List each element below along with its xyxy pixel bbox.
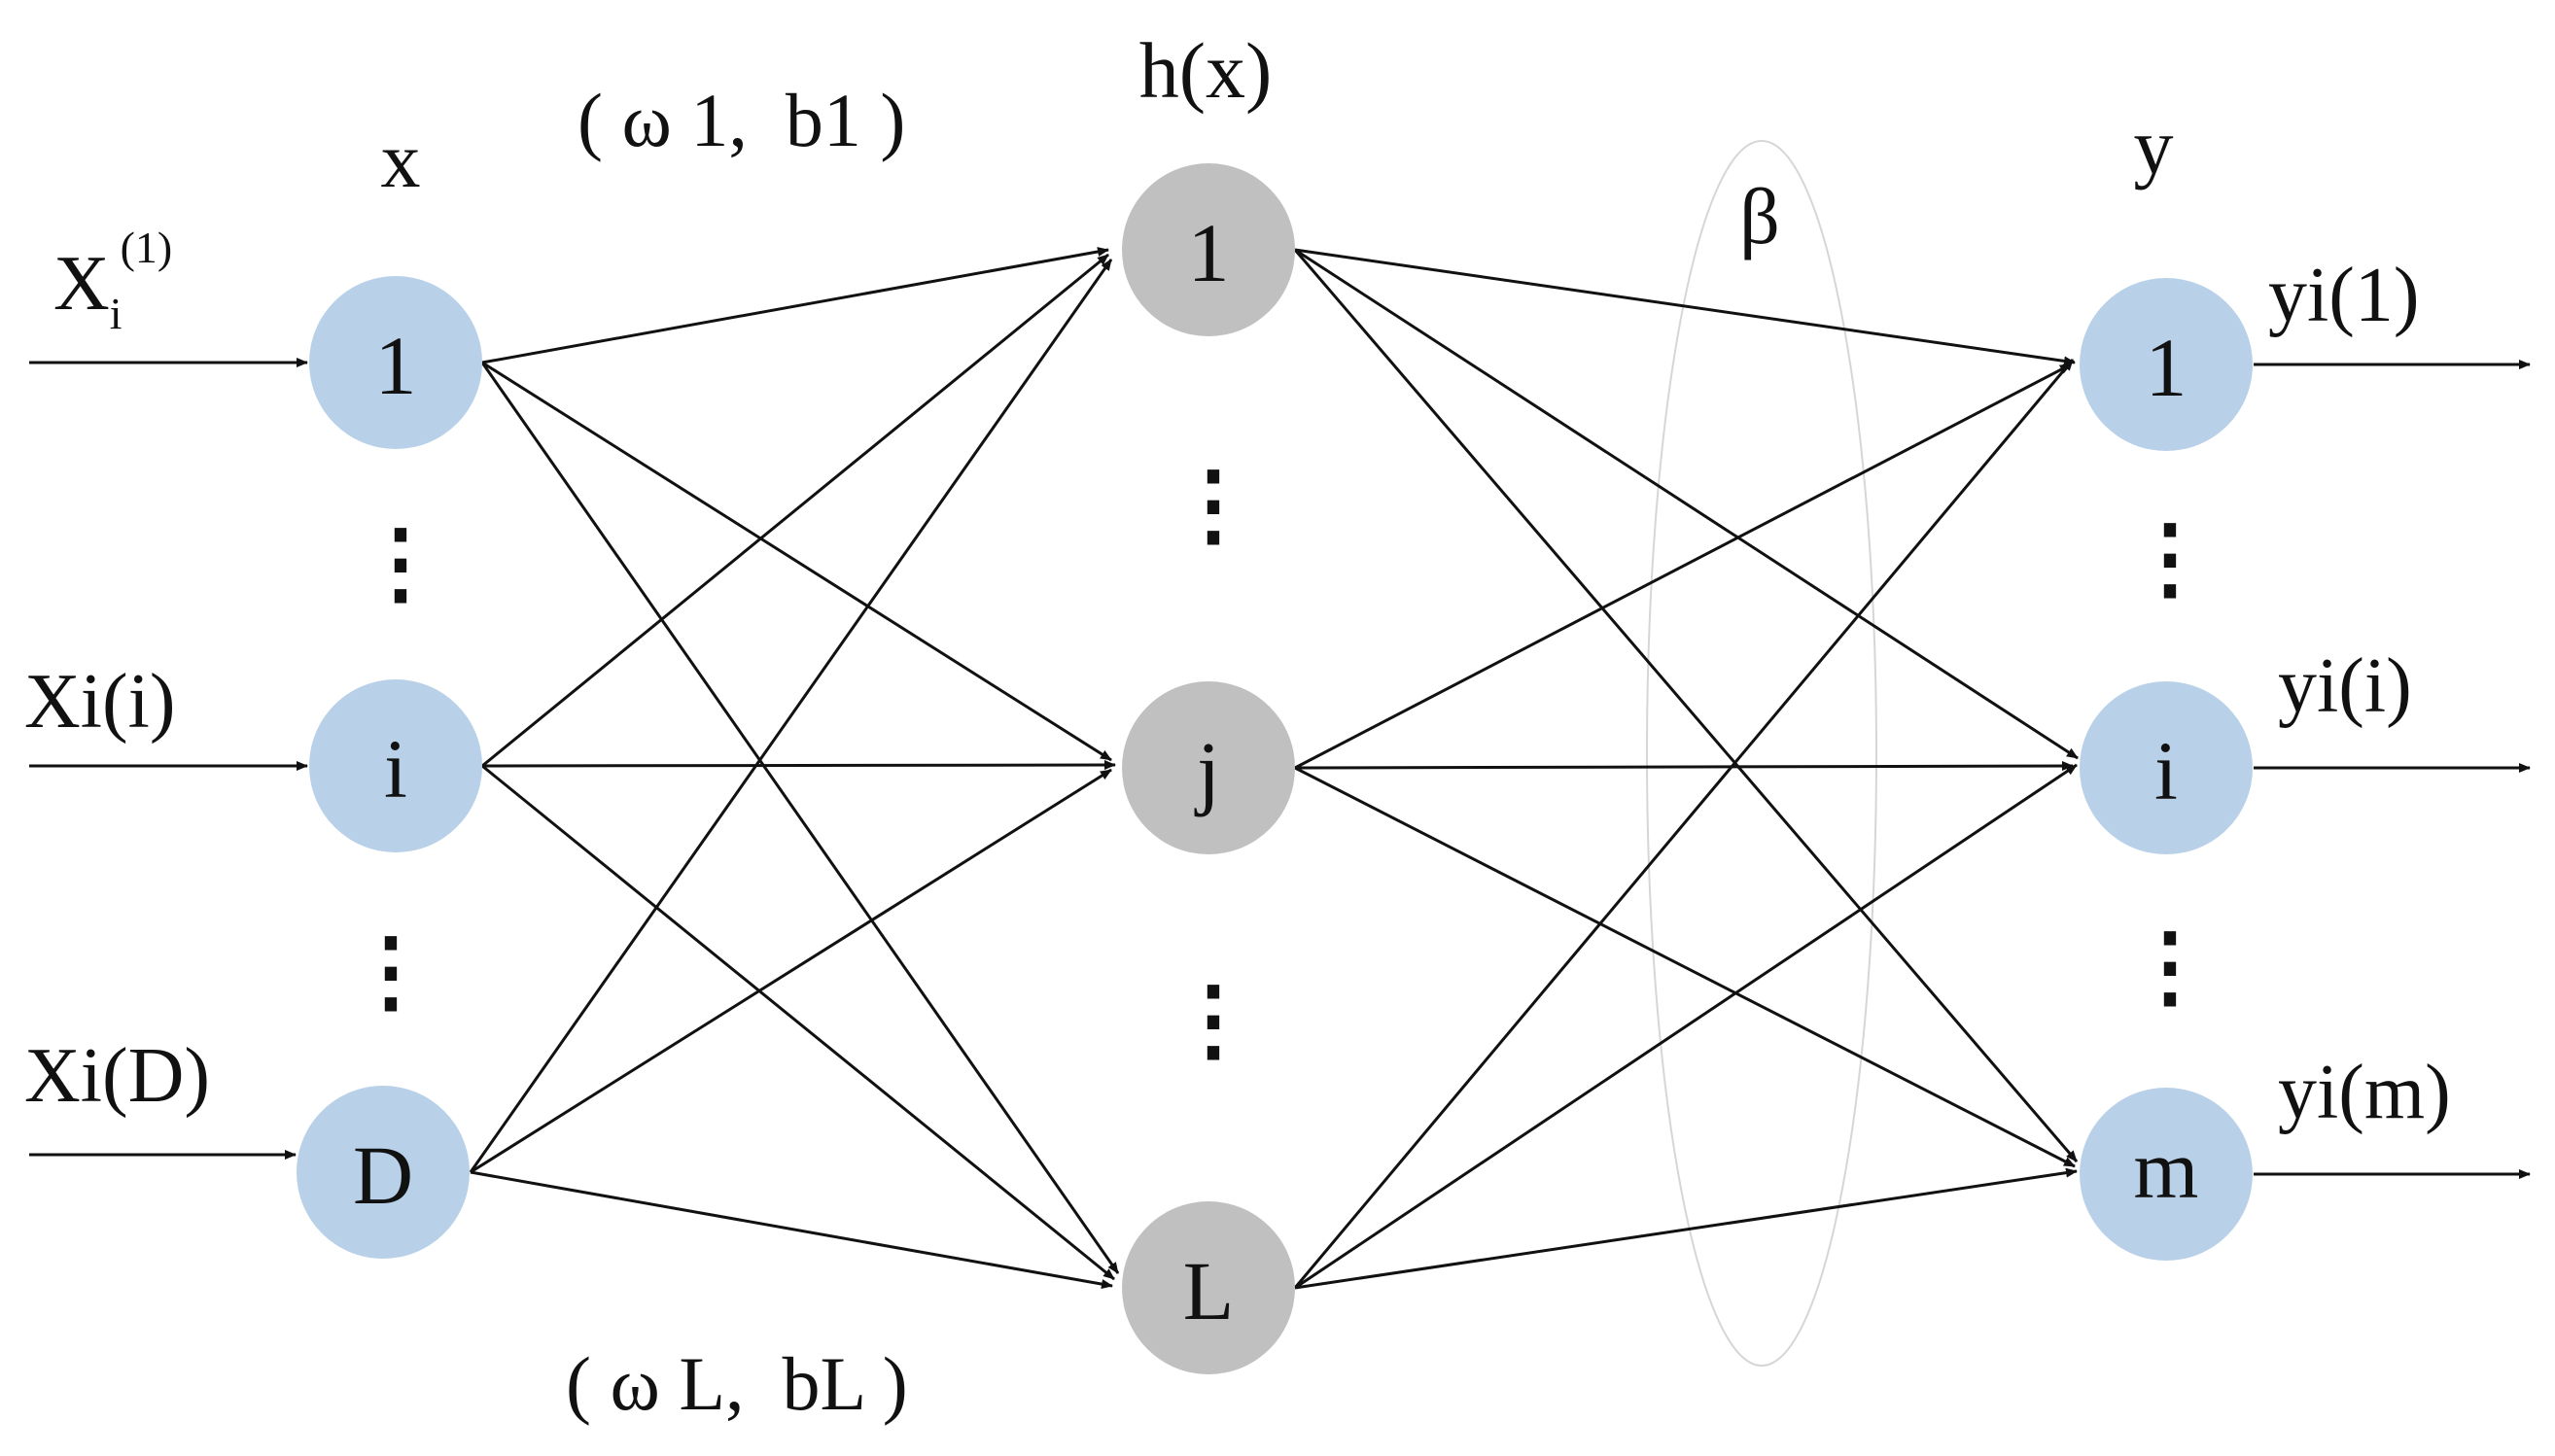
input-layer-label: x <box>381 116 421 204</box>
input-node-D-label: D <box>353 1128 413 1222</box>
input-ellipsis-lower: ⋮ <box>346 921 436 1021</box>
input-label-first: Xi (1) <box>53 223 172 338</box>
hidden-layer: 1 j L <box>1122 163 1295 1374</box>
beta-weights-ellipse <box>1646 140 1877 1367</box>
output-label-m: yi(m) <box>2278 1050 2451 1135</box>
edge-hj-y1 <box>1294 363 2072 770</box>
input-arrows <box>29 358 308 1160</box>
output-layer: 1 i m <box>2080 278 2253 1261</box>
hidden-layer-label: h(x) <box>1139 26 1273 115</box>
edge-x1-h1 <box>481 247 1109 364</box>
edge-hj-ym <box>1294 766 2076 1168</box>
input-label-first-sub: i <box>110 289 122 338</box>
edge-h1-yi <box>1294 248 2079 760</box>
input-ellipsis-upper: ⋮ <box>356 513 445 612</box>
output-node-1 <box>2080 278 2253 451</box>
input-node-1 <box>309 276 482 449</box>
edge-xD-h1 <box>469 259 1113 1173</box>
output-label-i: yi(i) <box>2278 643 2412 729</box>
output-ellipsis-lower: ⋮ <box>2125 917 2215 1016</box>
output-node-m-label: m <box>2134 1123 2199 1216</box>
output-node-i <box>2080 681 2253 854</box>
input-node-D <box>297 1086 470 1259</box>
hidden-node-1 <box>1122 163 1295 336</box>
edge-xi-hL <box>481 764 1115 1281</box>
beta-label: β <box>1739 172 1780 260</box>
input-label-last: Xi(D) <box>24 1033 210 1119</box>
hidden-node-1-label: 1 <box>1188 206 1230 299</box>
edge-xi-hj <box>481 760 1116 771</box>
hidden-ellipsis-lower: ⋮ <box>1169 970 1258 1069</box>
output-node-1-label: 1 <box>2146 321 2188 414</box>
edge-hL-y1 <box>1293 359 2075 1289</box>
output-arrows <box>2254 360 2531 1179</box>
input-layer: 1 i D <box>297 276 482 1259</box>
weight-bias-first-label: ( ω 1, b1 ) <box>578 78 905 162</box>
edge-xD-hj <box>470 768 1112 1174</box>
weight-bias-last-label: ( ω L, bL ) <box>566 1341 908 1426</box>
edge-h1-ym <box>1293 249 2079 1162</box>
output-ellipsis-upper: ⋮ <box>2125 508 2215 607</box>
input-label-middle: Xi(i) <box>24 659 176 745</box>
input-label-first-sup: (1) <box>121 223 173 272</box>
hidden-node-L-label: L <box>1183 1244 1235 1337</box>
input-node-1-label: 1 <box>375 319 417 412</box>
input-node-i <box>309 679 482 852</box>
edge-xi-h1 <box>481 253 1109 768</box>
edge-xD-hL <box>470 1170 1113 1290</box>
input-label-first-base: X <box>53 241 110 327</box>
edge-x1-hL <box>480 362 1120 1274</box>
input-node-i-label: i <box>384 722 407 815</box>
ellipsis-group: ⋮ ⋮ ⋮ ⋮ ⋮ ⋮ <box>346 455 2215 1069</box>
hidden-output-connections <box>1293 248 2079 1290</box>
hidden-ellipsis-upper: ⋮ <box>1169 455 1258 554</box>
output-node-i-label: i <box>2154 724 2178 817</box>
hidden-node-j-label: j <box>1194 724 1220 817</box>
edge-hL-yi <box>1294 763 2078 1290</box>
output-label-1: yi(1) <box>2268 253 2420 338</box>
hidden-node-L <box>1122 1201 1295 1374</box>
edge-hL-ym <box>1294 1167 2078 1290</box>
edge-x1-hj <box>481 361 1112 762</box>
output-node-m <box>2080 1088 2253 1261</box>
edge-hj-yi <box>1294 761 2074 772</box>
edge-h1-y1 <box>1294 248 2076 366</box>
input-hidden-connections <box>469 247 1120 1290</box>
hidden-node-j <box>1122 681 1295 854</box>
output-layer-label: y <box>2134 102 2174 191</box>
